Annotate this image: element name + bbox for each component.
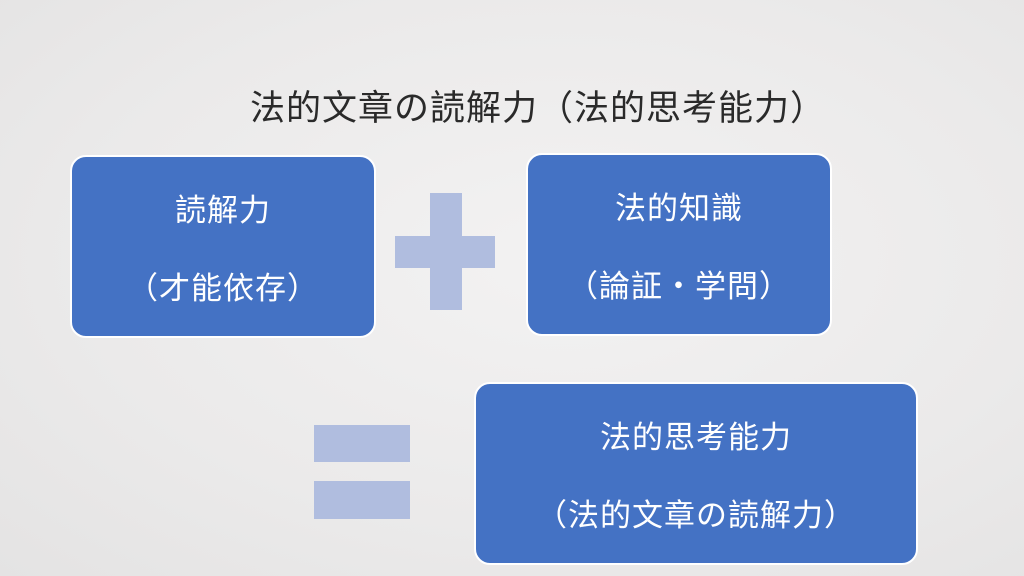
knowledge-label: 法的知識 bbox=[615, 191, 743, 228]
knowledge-box: 法的知識 （論証・学問） bbox=[526, 153, 832, 336]
result-box: 法的思考能力 （法的文章の読解力） bbox=[474, 382, 918, 565]
result-note: （法的文章の読解力） bbox=[536, 497, 856, 534]
reading-label: 読解力 bbox=[175, 193, 271, 230]
slide-title: 法的文章の読解力（法的思考能力） bbox=[250, 89, 827, 129]
result-label: 法的思考能力 bbox=[600, 420, 792, 457]
reading-note: （才能依存） bbox=[127, 270, 319, 307]
reading-box: 読解力 （才能依存） bbox=[70, 155, 376, 338]
knowledge-note: （論証・学問） bbox=[567, 268, 791, 305]
